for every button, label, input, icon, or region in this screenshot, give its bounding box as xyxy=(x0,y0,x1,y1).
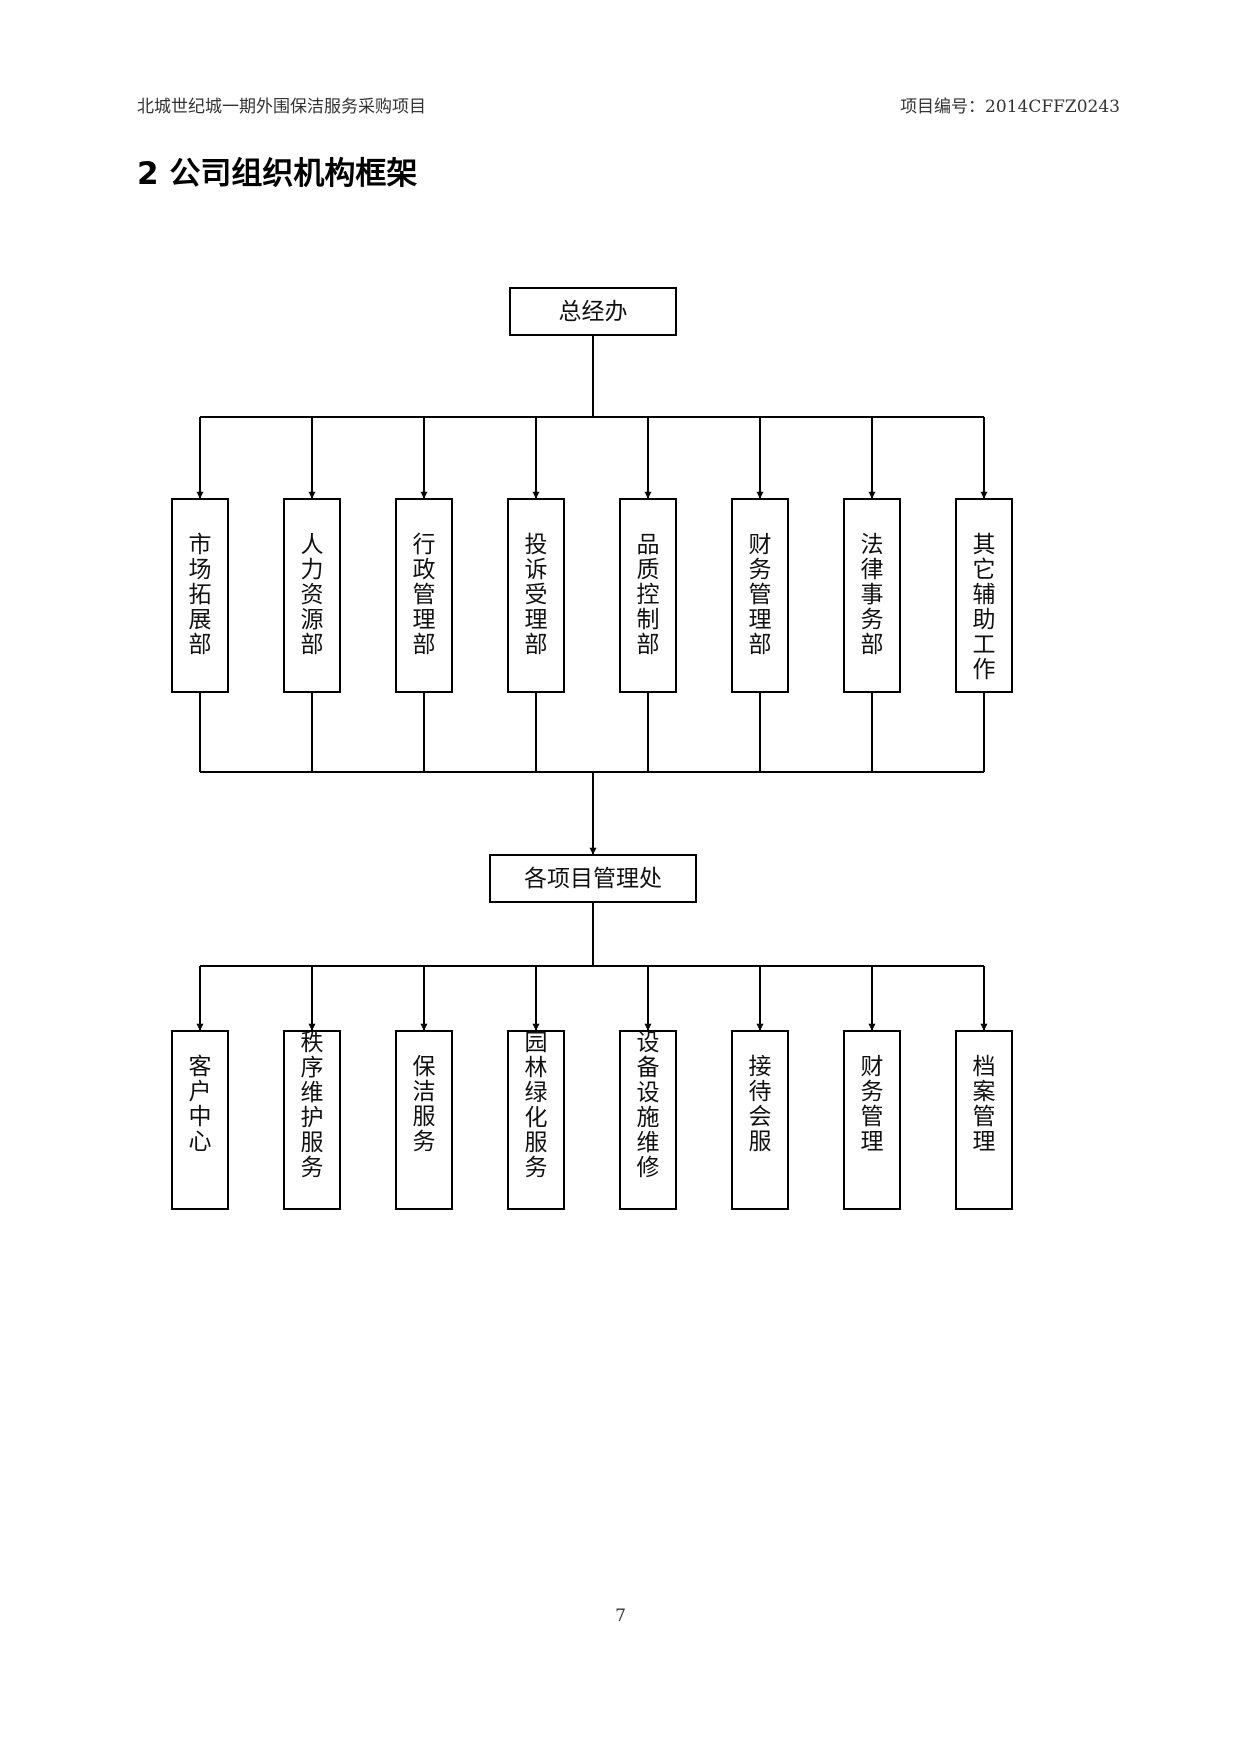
service-label: 客户中心 xyxy=(189,1054,212,1155)
service-label: 园林绿化服务 xyxy=(525,1030,548,1181)
section-title: 2 公司组织机构框架 xyxy=(137,156,418,192)
department-label: 行政管理部 xyxy=(413,532,436,658)
department-label: 财务管理部 xyxy=(749,532,772,658)
service-box xyxy=(731,1030,789,1210)
department-box xyxy=(843,498,901,693)
service-box xyxy=(283,1030,341,1210)
root-node-label: 总经办 xyxy=(559,299,628,325)
service-box xyxy=(619,1030,677,1210)
service-box xyxy=(843,1030,901,1210)
department-label: 市场拓展部 xyxy=(189,532,212,658)
service-label: 财务管理 xyxy=(861,1054,884,1155)
department-box xyxy=(171,498,229,693)
service-label: 档案管理 xyxy=(973,1054,996,1155)
service-label: 秩序维护服务 xyxy=(301,1030,324,1181)
department-box xyxy=(395,498,453,693)
page-number: 7 xyxy=(615,1606,626,1626)
department-label: 人力资源部 xyxy=(301,532,324,658)
service-box xyxy=(507,1030,565,1210)
middle-node-box xyxy=(489,854,697,903)
department-label: 其它辅助工作 xyxy=(973,532,996,683)
service-box xyxy=(955,1030,1013,1210)
department-label: 品质控制部 xyxy=(637,532,660,658)
department-box xyxy=(283,498,341,693)
department-box xyxy=(955,498,1013,693)
department-label: 投诉受理部 xyxy=(525,532,548,658)
department-box xyxy=(731,498,789,693)
header-project-code: 项目编号：2014CFFZ0243 xyxy=(900,97,1120,117)
service-label: 设备设施维修 xyxy=(637,1030,660,1181)
service-label: 接待会服 xyxy=(749,1054,772,1155)
department-box xyxy=(619,498,677,693)
service-label: 保洁服务 xyxy=(413,1054,436,1155)
service-box xyxy=(395,1030,453,1210)
header-project-name: 北城世纪城一期外围保洁服务采购项目 xyxy=(137,97,426,117)
department-label: 法律事务部 xyxy=(861,532,884,658)
department-box xyxy=(507,498,565,693)
root-node-box xyxy=(509,287,677,336)
service-box xyxy=(171,1030,229,1210)
connector-lines xyxy=(196,335,988,1031)
middle-node-label: 各项目管理处 xyxy=(524,866,662,892)
